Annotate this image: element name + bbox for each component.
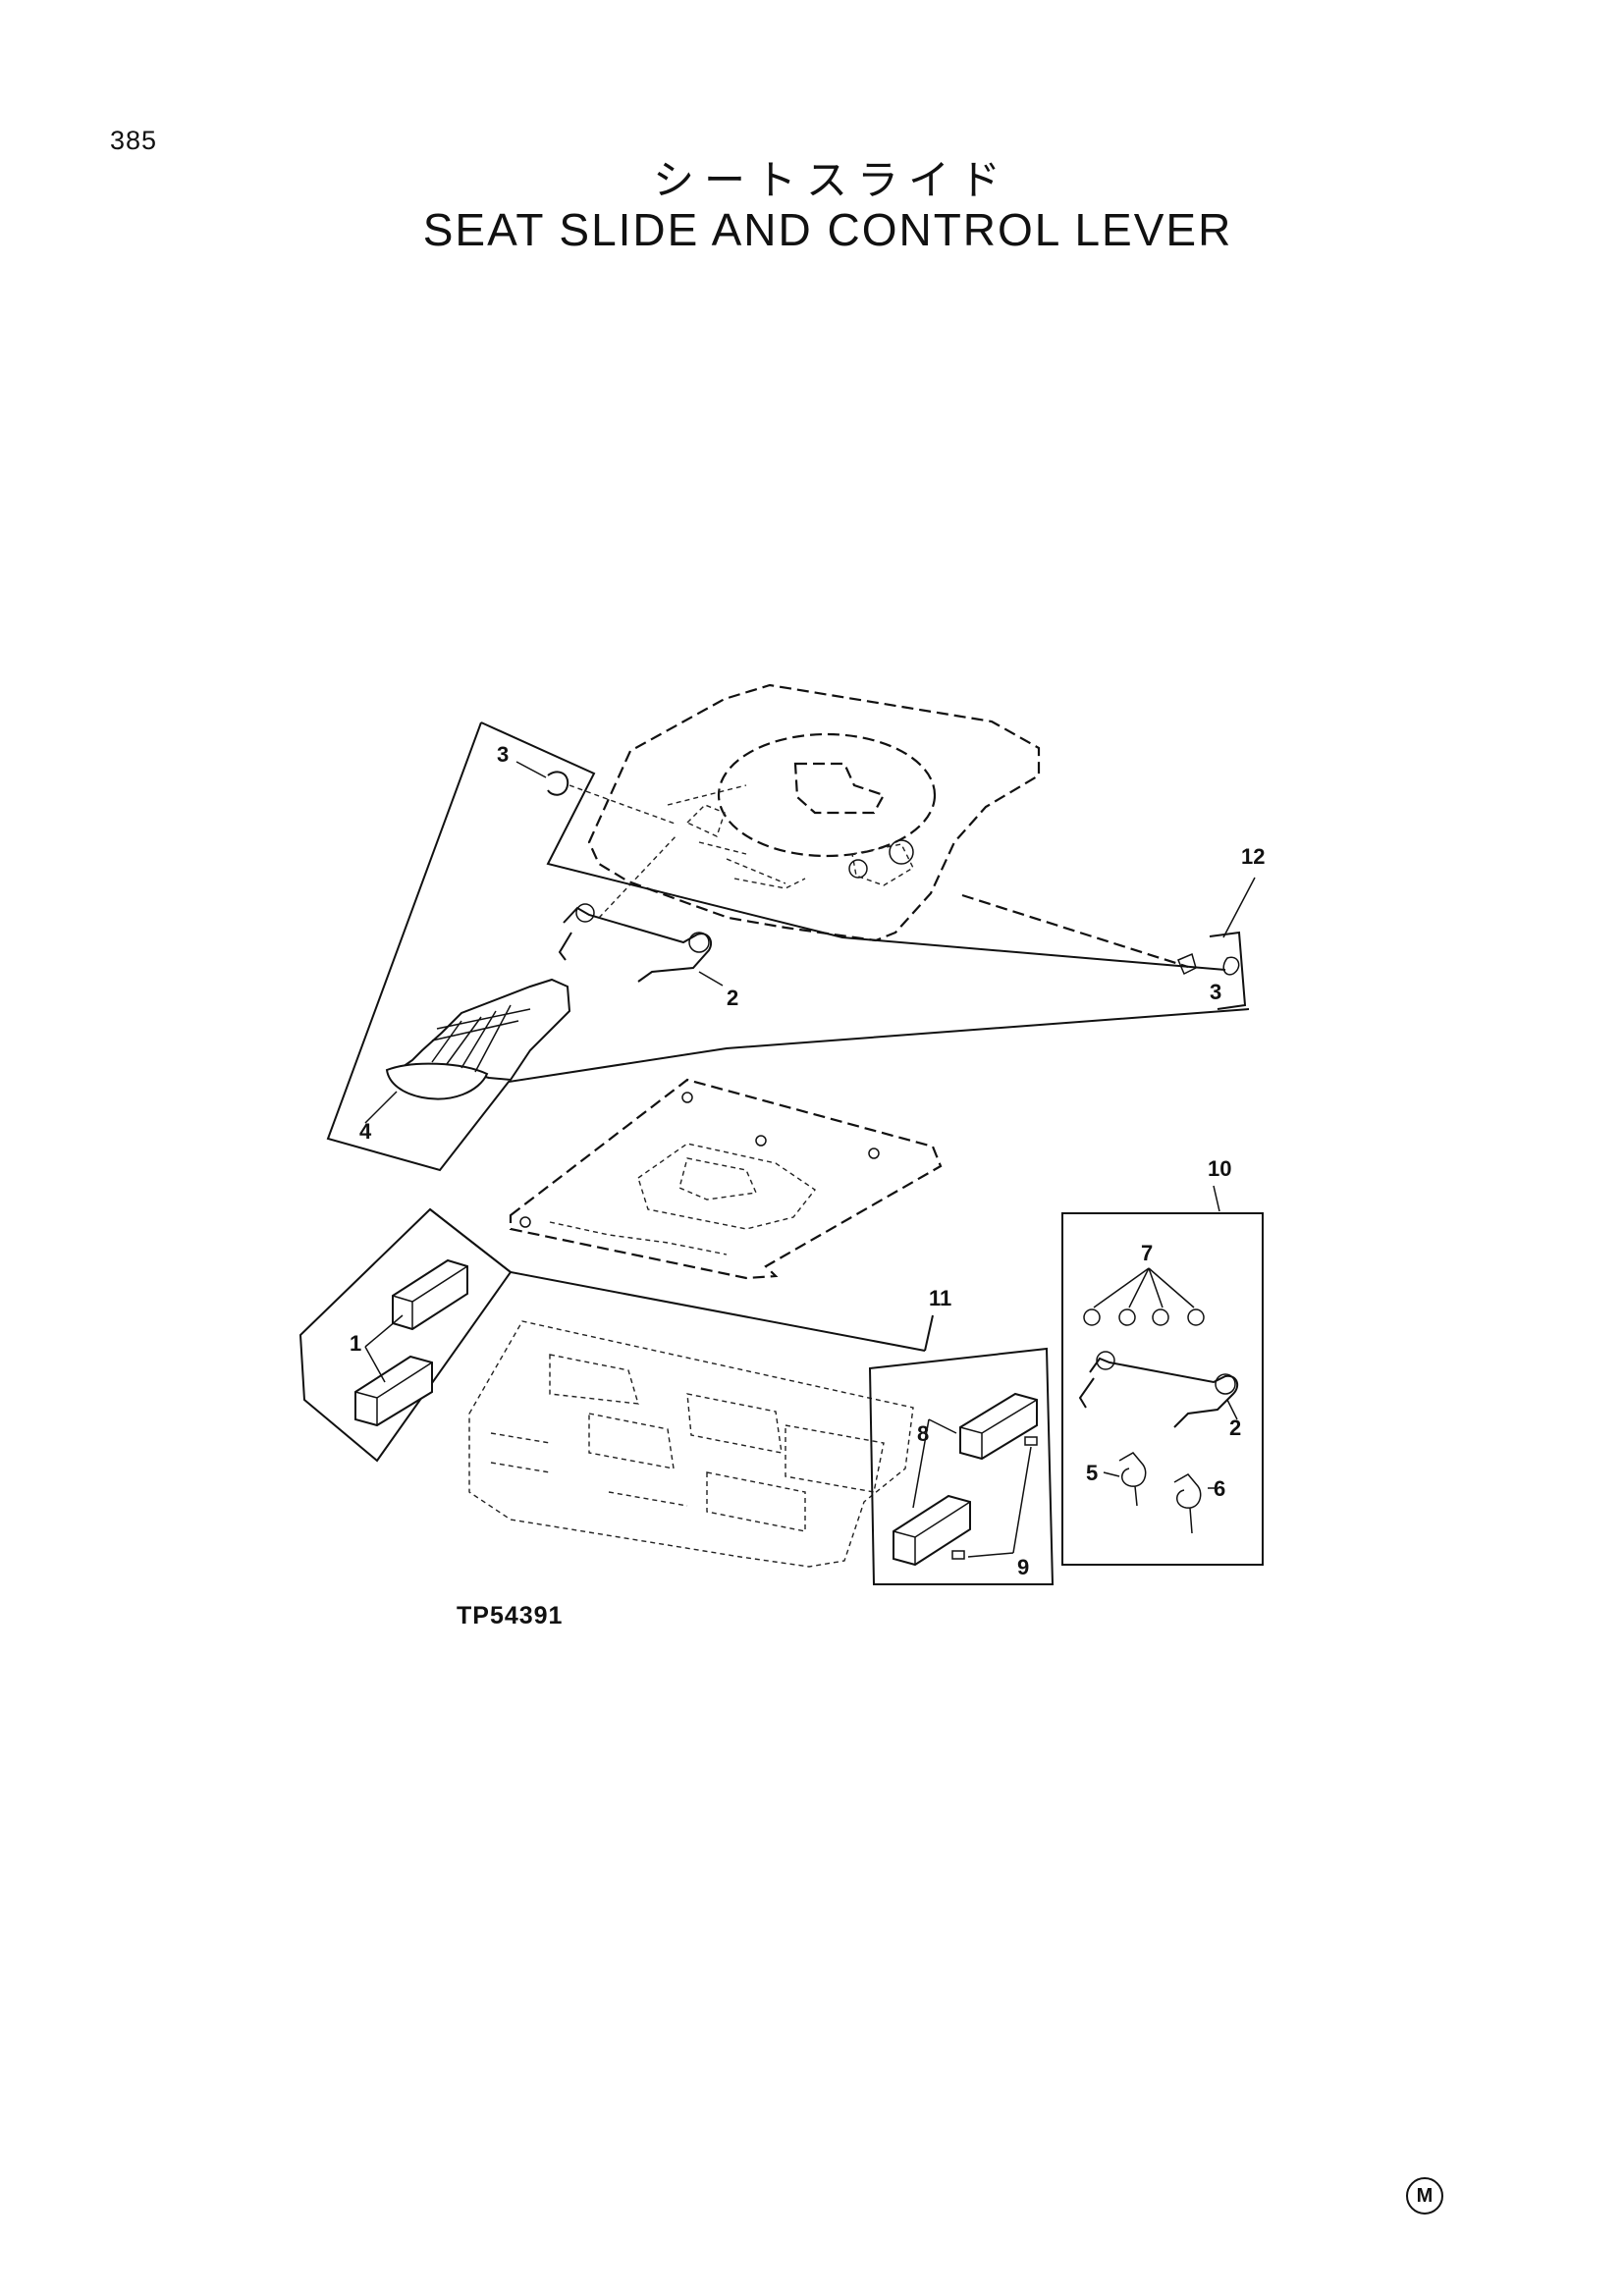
callout-12-bracket: 12 [1241, 844, 1265, 869]
callout-2-lever: 2 [727, 986, 738, 1010]
figure-code: TP54391 [457, 1602, 564, 1629]
callout-4-handle: 4 [359, 1119, 372, 1144]
part-2-lever-rod [558, 833, 724, 987]
control-lever-group-frame [326, 721, 1250, 1172]
callout-1-slider: 1 [350, 1331, 361, 1356]
manufacturer-mark: M [1406, 2177, 1443, 2215]
part-7-clips [1083, 1267, 1205, 1326]
part-2-lever-rod-spare [1078, 1351, 1239, 1428]
callout-3-upper: 3 [497, 742, 509, 767]
part-5-spring [1103, 1452, 1147, 1507]
callout-5-spring: 5 [1086, 1461, 1098, 1485]
seat-slide-upper-frame [587, 683, 1197, 976]
callout-9-pin: 9 [1017, 1555, 1029, 1579]
part-12-bracket [1209, 877, 1256, 1010]
part-3-clip-upper [515, 761, 678, 826]
title-english: SEAT SLIDE AND CONTROL LEVER [422, 204, 1233, 255]
page-number: 385 [110, 126, 158, 155]
callout-7-clips: 7 [1141, 1241, 1153, 1265]
callout-8-slider: 8 [917, 1421, 929, 1446]
callout-11-group: 11 [929, 1286, 951, 1310]
callout-10-group: 10 [1208, 1156, 1231, 1181]
part-11-slider-group [868, 1314, 1055, 1585]
part-6-spring [1173, 1473, 1216, 1534]
callout-2-spare: 2 [1229, 1415, 1241, 1440]
seat-slide-plate [509, 1078, 943, 1280]
part-10-spring-group [1061, 1185, 1264, 1566]
part-4-control-lever [364, 978, 571, 1124]
seat-base-frame [468, 1320, 914, 1568]
title-japanese: シートスライド [652, 156, 1010, 204]
part-1-slider-group [298, 1207, 926, 1463]
callout-3-bracket: 3 [1210, 980, 1221, 1004]
callout-6-spring: 6 [1214, 1476, 1225, 1501]
